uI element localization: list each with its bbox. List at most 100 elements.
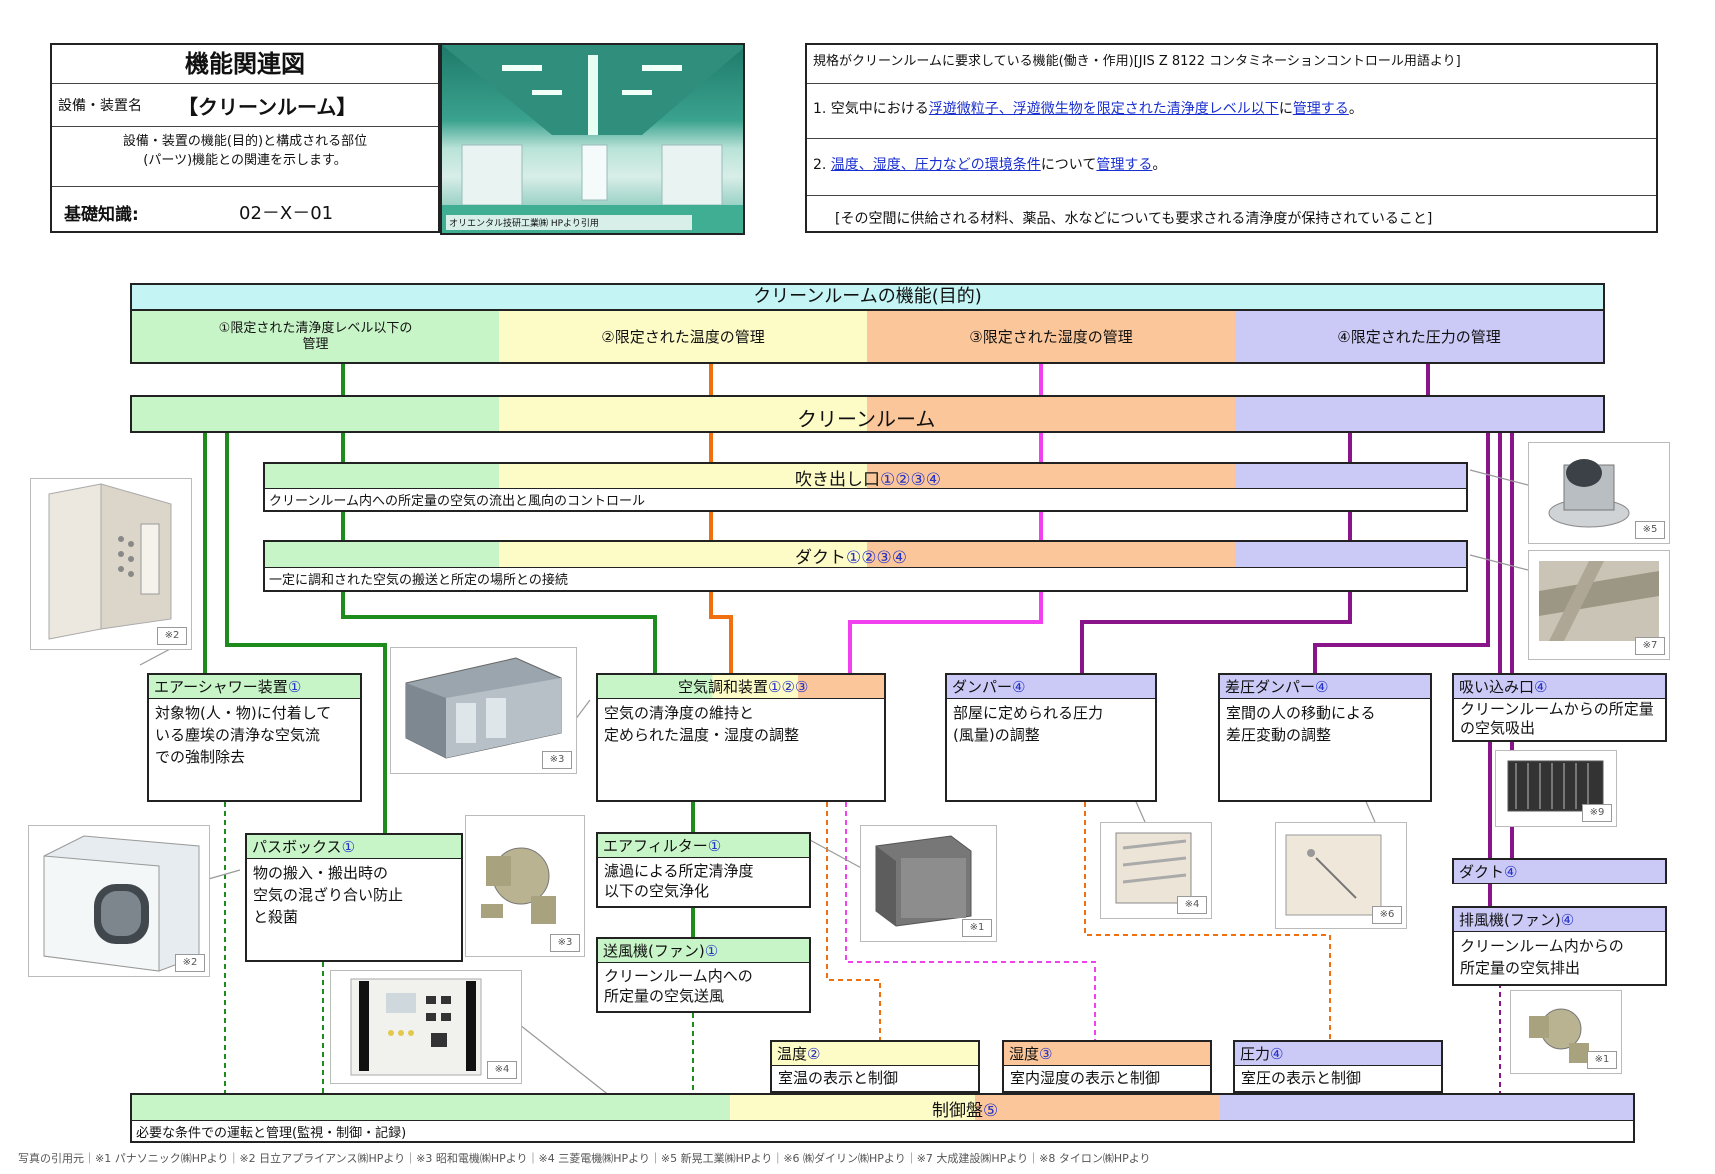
function-1: ①限定された清浄度レベル以下の 管理 [218,320,413,352]
fan-photo: ※3 [465,815,585,957]
passbox-desc: 物の搬入・搬出時の 空気の混ざり合い防止 と殺菌 [253,864,404,926]
damper-box: ダンパー④ 部屋に定められる圧力 (風量)の調整 [945,673,1157,802]
diff-damper-box: 差圧ダンパー④ 室間の人の移動による 差圧変動の調整 [1218,673,1432,802]
header-info-box: 機能関連図 設備・装置名 【クリーンルーム】 設備・装置の機能(目的)と構成され… [50,43,440,233]
photo-tag-intake: ※9 [1582,804,1612,822]
requirement-2-prefix: 2. [813,157,831,173]
exhaust-fan-image [1529,1008,1589,1063]
humidity-desc: 室内湿度の表示と制御 [1010,1069,1161,1087]
airfilter-desc: 濾過による所定清浄度 以下の空気浄化 [604,862,754,900]
fan-box: 送風機(ファン)① クリーンルーム内への 所定量の空気送風 [596,937,811,1013]
duct-desc: 一定に調和された空気の搬送と所定の場所との接続 [269,573,568,588]
duct-band-green [265,542,499,567]
requirement-2-link[interactable]: 温度、湿度、圧力などの環境条件 [830,157,1041,173]
airfilter-title-text: エアフィルター [603,837,708,855]
outlet-photo: ※5 [1528,442,1670,544]
facility-value: 【クリーンルーム】 [178,94,357,119]
damper-desc: 部屋に定められる圧力 (風量)の調整 [953,704,1104,744]
requirement-1-prefix: 1. 空気中における [813,101,929,117]
duct2-title: ダクト④ [1454,860,1665,883]
passbox-photo: ※2 [28,825,210,977]
passbox-title: パスボックス① [247,835,461,859]
photo-tag-passbox: ※2 [175,954,205,972]
diff-damper-image [1285,834,1382,916]
damper-title-text: ダンパー [952,678,1013,696]
pressure-title-text: 圧力 [1240,1045,1271,1063]
cleanroom-band-yellow [499,397,867,431]
requirements-box: 規格がクリーンルームに要求している機能(働き・作用)[JIS Z 8122 コン… [805,43,1658,233]
duct-title-text: ダクト [795,548,846,568]
diff-damper-desc: 室間の人の移動による 差圧変動の調整 [1226,704,1376,744]
duct2-num: ④ [1504,863,1518,881]
ac-unit-photo: ※3 [390,647,577,774]
duct-title: ダクト①②③④ [795,543,907,568]
requirement-2-link2[interactable]: 管理する [1096,157,1153,173]
airfilter-box: エアフィルター① 濾過による所定清浄度 以下の空気浄化 [596,832,811,908]
intake-title: 吸い込み口④ [1454,675,1665,699]
duct2-title-text: ダクト [1459,863,1505,881]
cleanroom-label: クリーンルーム [797,407,936,431]
ac-unit-desc: 空気の清浄度の維持と 定められた温度・湿度の調整 [604,704,800,744]
requirement-3: [その空間に供給される材料、薬品、水などについても要求される清浄度が保持されてい… [835,211,1433,227]
requirement-1: 1. 空気中における浮遊微粒子、浮遊微生物を限定された清浄度レベル以下に管理する… [807,84,1656,139]
intake-title-text: 吸い込み口 [1459,678,1535,696]
airfilter-photo: ※1 [860,825,997,942]
intake-grille-image [1507,760,1604,812]
basic-knowledge-row: 基礎知識: 02－X－01 [52,187,438,237]
outlet-title-row: 吹き出し口①②③④ [265,464,1466,490]
requirement-1-end: 。 [1348,101,1363,117]
humidity-title-text: 湿度 [1009,1045,1040,1063]
cleanroom-photo: オリエンタル技研工業㈱ HPより引用 [440,43,745,235]
basic-knowledge-code: 02－X－01 [239,203,334,224]
control-panel-box: 制御盤⑤ 必要な条件での運転と管理(監視・制御・記録) [130,1093,1635,1143]
airfilter-num: ① [707,837,722,855]
exhaust-fan-desc: クリーンルーム内からの 所定量の空気排出 [1460,937,1624,977]
pressure-title: 圧力④ [1235,1042,1441,1066]
outlet-band-yellow [499,464,867,488]
outlet-title-text: 吹き出し口 [795,470,880,490]
photo-credits: 写真の引用元｜※1 パナソニック㈱HPより｜※2 日立アプライアンス㈱HPより｜… [18,1152,1151,1165]
fan-image [481,847,556,924]
outlet-band-purple [1235,464,1466,488]
pressure-box: 圧力④ 室圧の表示と制御 [1233,1040,1443,1093]
photo-tag-duct: ※7 [1635,637,1665,655]
facility-row: 設備・装置名 【クリーンルーム】 [52,84,438,127]
temperature-box: 温度② 室温の表示と制御 [770,1040,980,1093]
duct-band-purple [1235,542,1466,567]
passbox-image [43,835,200,972]
requirement-1-link2[interactable]: 管理する [1292,101,1349,117]
control-panel-desc: 必要な条件での運転と管理(監視・制御・記録) [136,1126,407,1141]
ac-unit-num: ①②③ [768,678,809,696]
header-description: 設備・装置の機能(目的)と構成される部位 (パーツ)機能との関連を示します。 [52,127,438,187]
photo-tag-outlet: ※5 [1635,521,1665,539]
intake-num: ④ [1534,678,1548,696]
passbox-box: パスボックス① 物の搬入・搬出時の 空気の混ざり合い防止 と殺菌 [245,833,463,962]
functions-row: ①限定された清浄度レベル以下の 管理 ②限定された温度の管理 ③限定された湿度の… [130,311,1605,364]
duct-box: ダクト①②③④ 一定に調和された空気の搬送と所定の場所との接続 [263,540,1468,592]
diff-damper-photo: ※6 [1275,822,1407,929]
photo-tag-exhaust-fan: ※1 [1587,1051,1617,1069]
cleanroom-band-purple [1235,397,1603,431]
control-band-purple [1220,1095,1633,1120]
requirement-1-link[interactable]: 浮遊微粒子、浮遊微生物を限定された清浄度レベル以下 [928,101,1279,117]
duct-nums: ①②③④ [846,548,907,568]
duct-band-orange [867,542,1235,567]
page-title: 機能関連図 [52,45,438,84]
requirement-1-mid: に [1278,101,1293,117]
outlet-title: 吹き出し口①②③④ [795,465,941,490]
photo-tag-airshower: ※2 [157,627,187,645]
photo-tag-diff-damper: ※6 [1372,906,1402,924]
photo-tag-fan: ※3 [550,934,580,952]
diff-damper-num: ④ [1315,678,1329,696]
exhaust-fan-title-text: 排風機(ファン) [1459,911,1561,929]
photo-tag-control: ※4 [487,1061,517,1079]
temperature-title-text: 温度 [777,1045,808,1063]
photo-tag-ac: ※3 [542,751,572,769]
control-panel-title-text: 制御盤 [932,1101,983,1121]
humidity-num: ③ [1039,1045,1053,1063]
outlet-band-green [265,464,499,488]
temperature-desc: 室温の表示と制御 [778,1069,899,1087]
airshower-num: ① [287,678,302,696]
ac-unit-title: 空気調和装置①②③ [598,675,884,699]
photo-caption: オリエンタル技研工業㈱ HPより引用 [446,215,692,230]
